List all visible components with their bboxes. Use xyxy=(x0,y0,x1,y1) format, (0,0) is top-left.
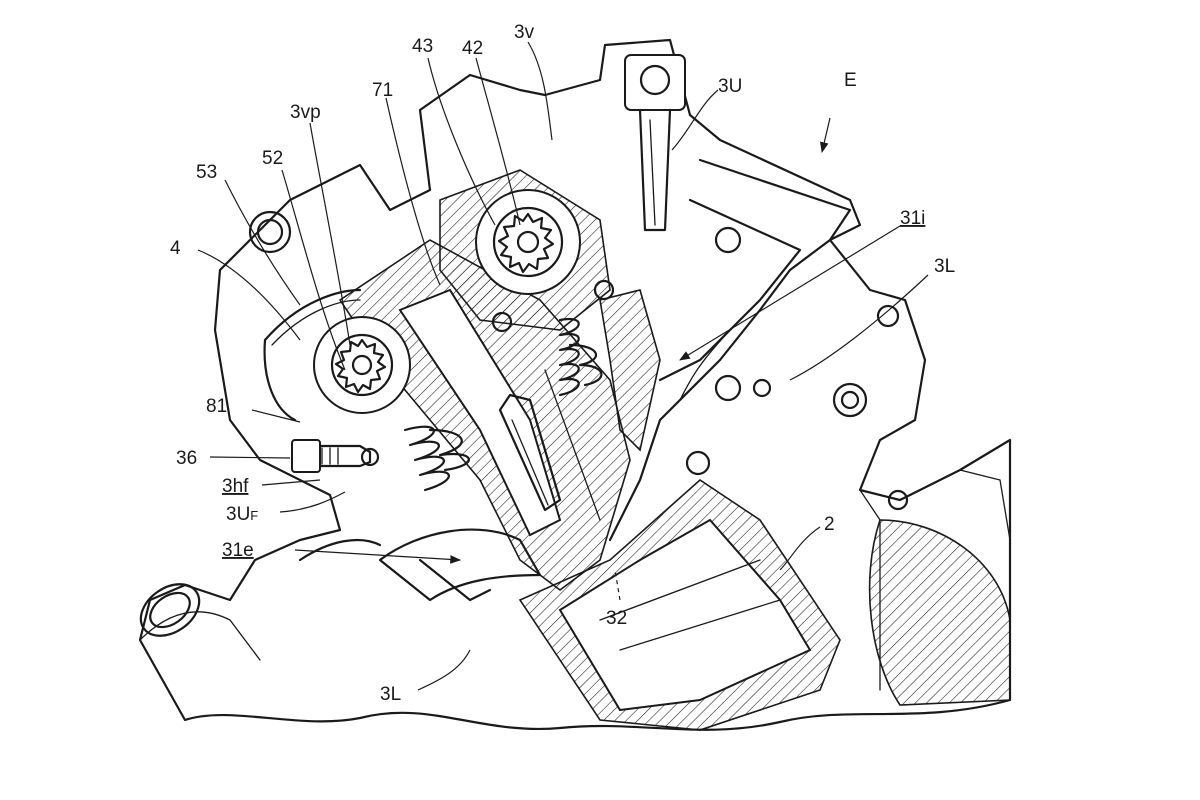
label-52: 52 xyxy=(262,148,283,169)
label-31i: 31i xyxy=(900,208,925,229)
tensioner-36 xyxy=(292,440,378,472)
label-3UF-subscript: F xyxy=(250,508,258,523)
exhaust-pipe xyxy=(131,574,209,647)
label-53: 53 xyxy=(196,162,217,183)
label-32: 32 xyxy=(606,608,627,629)
intake-camshaft xyxy=(476,190,580,294)
label-3L-lower: 3L xyxy=(380,684,401,705)
label-81: 81 xyxy=(206,396,227,417)
label-36: 36 xyxy=(176,448,197,469)
exhaust-port xyxy=(300,530,540,600)
label-2: 2 xyxy=(824,514,835,535)
label-42: 42 xyxy=(462,38,483,59)
label-3vp: 3vp xyxy=(290,102,321,123)
label-3L-upper: 3L xyxy=(934,256,955,277)
label-3U-top: 3U xyxy=(718,76,742,97)
exhaust-camshaft xyxy=(314,317,410,413)
label-3v: 3v xyxy=(514,22,535,43)
label-71: 71 xyxy=(372,80,393,101)
label-4: 4 xyxy=(170,238,181,259)
label-3UF-main: 3U xyxy=(226,504,250,525)
label-3UF: 3UF xyxy=(226,504,258,525)
label-43: 43 xyxy=(412,36,433,57)
injector-assembly xyxy=(625,55,685,230)
label-3hf: 3hf xyxy=(222,476,249,497)
label-31e: 31e xyxy=(222,540,254,561)
label-E: E xyxy=(844,70,857,91)
